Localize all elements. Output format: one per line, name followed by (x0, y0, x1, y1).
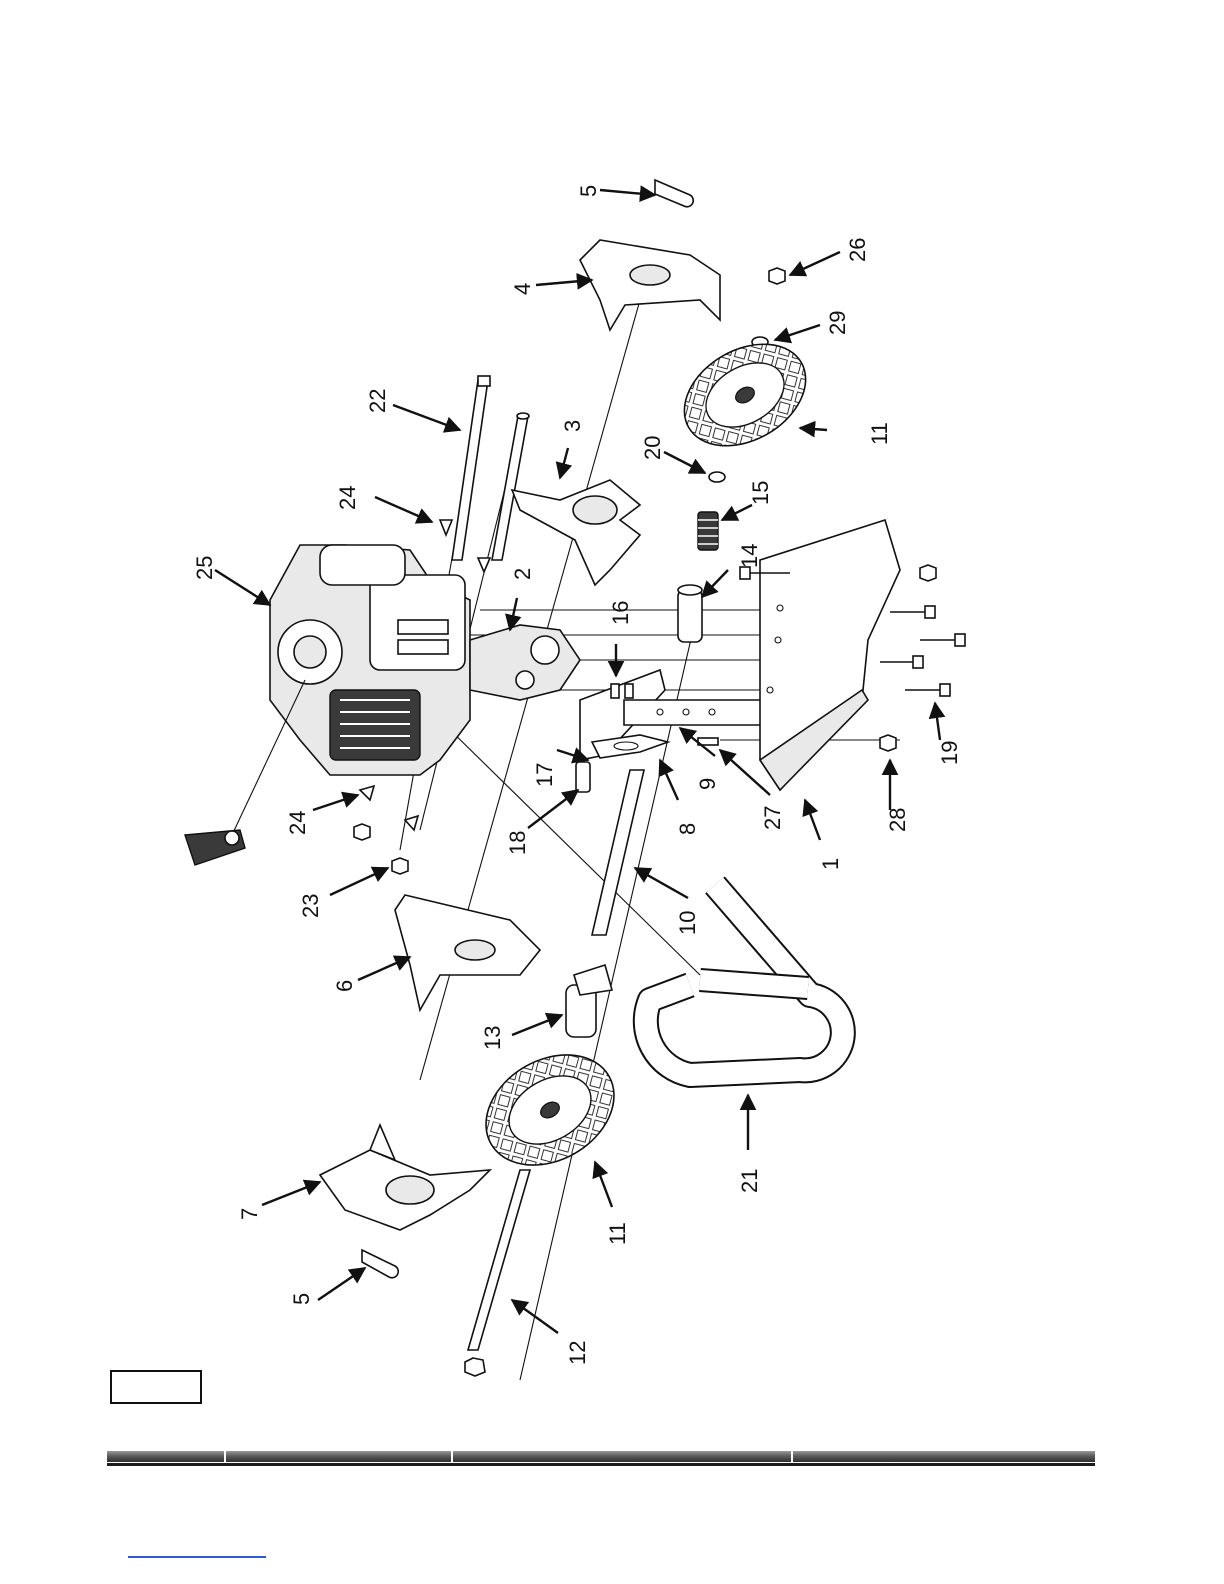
callout-12: 12 (565, 1341, 590, 1365)
callout-15: 15 (748, 481, 773, 505)
callout-14: 14 (737, 544, 762, 568)
callout-16: 16 (608, 601, 633, 625)
footer-link-underline[interactable] (128, 1556, 266, 1558)
callout-2: 2 (510, 568, 535, 580)
callout-4: 4 (510, 283, 535, 295)
tine-assembly-left (320, 1125, 490, 1230)
callout-26: 26 (845, 238, 870, 262)
bracket-assembly (470, 625, 580, 700)
wheel-left (466, 1033, 634, 1188)
hairpin-clip-bottom (362, 1250, 398, 1278)
footer-rule-segment-3 (453, 1451, 791, 1462)
callout-28: 28 (885, 808, 910, 832)
slot-plate (624, 700, 768, 725)
callout-29: 29 (825, 311, 850, 335)
axle-bolt (465, 1170, 530, 1376)
wheel-right (666, 324, 824, 467)
callout-1: 1 (818, 858, 843, 870)
callout-22: 22 (365, 389, 390, 413)
callout-5-top: 5 (576, 185, 601, 197)
footer-rule-line (107, 1463, 1095, 1466)
callout-24-lower: 24 (285, 811, 310, 835)
footer-rule-segment-2 (226, 1451, 451, 1462)
callout-6: 6 (332, 980, 357, 992)
callout-5-bottom: 5 (289, 1293, 314, 1305)
callout-13: 13 (480, 1026, 505, 1050)
callout-8: 8 (675, 823, 700, 835)
figure-label-box (110, 1370, 202, 1404)
deflector-shield (760, 520, 900, 790)
callout-23: 23 (298, 894, 323, 918)
callout-7: 7 (237, 1208, 262, 1220)
callout-18: 18 (505, 831, 530, 855)
callout-9: 9 (695, 778, 720, 790)
callout-11-right: 11 (867, 422, 892, 445)
callout-27: 27 (760, 806, 785, 830)
tine-carrier-right (580, 240, 720, 330)
callout-11-left: 11 (605, 1222, 630, 1245)
callout-10: 10 (675, 911, 700, 935)
callout-20: 20 (640, 436, 665, 460)
callout-25: 25 (192, 556, 217, 580)
axle-sleeve (566, 965, 612, 1037)
tine-carrier-left (395, 895, 540, 1010)
callout-21: 21 (737, 1169, 762, 1193)
callout-19: 19 (937, 741, 962, 765)
footer-rule-segment-4 (793, 1451, 1095, 1462)
hairpin-clip-top (655, 180, 693, 207)
footer-rule (107, 1451, 1095, 1467)
callout-24-upper: 24 (335, 486, 360, 510)
callout-17: 17 (532, 763, 557, 787)
engine (270, 545, 470, 775)
footer-rule-segment-1 (107, 1451, 224, 1462)
callout-3: 3 (560, 420, 585, 432)
